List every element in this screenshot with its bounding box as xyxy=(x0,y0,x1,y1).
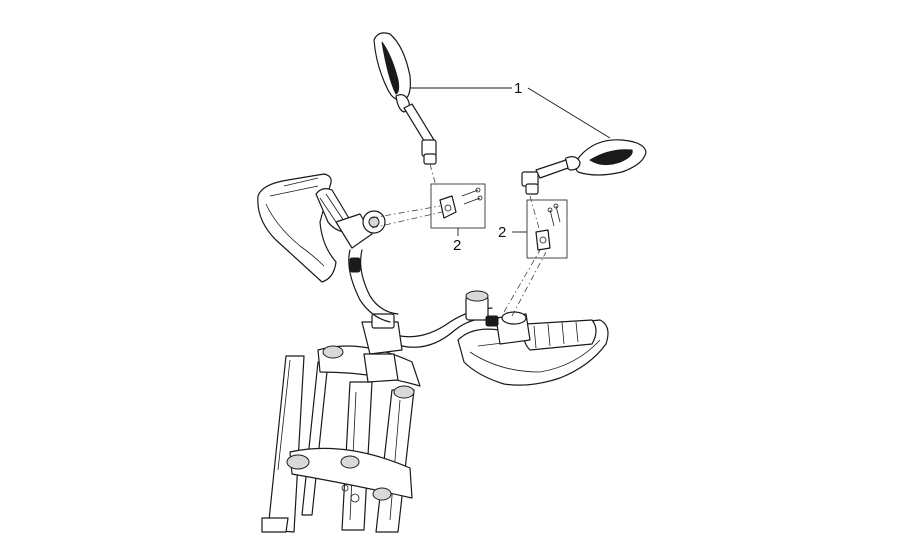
callout-2-bracket-right: 2 xyxy=(498,224,506,241)
left-mirror xyxy=(373,32,437,165)
bracket-kit-right xyxy=(526,199,568,259)
callout-2-bracket-left: 2 xyxy=(453,237,461,254)
callout-1-mirror: 1 xyxy=(514,80,522,97)
right-mirror xyxy=(521,139,647,195)
assembly-lines xyxy=(371,163,547,317)
right-handguard-assembly xyxy=(457,290,609,386)
front-fork-assembly xyxy=(261,313,421,533)
leader-lines xyxy=(410,87,611,236)
left-handguard-assembly xyxy=(257,173,386,283)
